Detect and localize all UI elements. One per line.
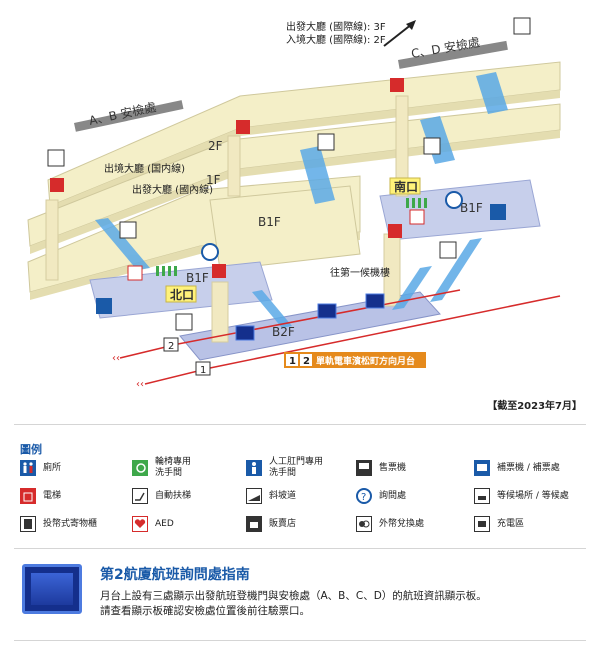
floor-b1-left-label: B1F bbox=[186, 271, 209, 285]
date-note: 【截至2023年7月】 bbox=[487, 401, 582, 412]
aed-icon bbox=[132, 516, 148, 532]
svg-text:?: ? bbox=[361, 492, 366, 503]
station-map: ‹‹ ‹‹ 2 1 A、B 安檢處 C、D 安檢處 出發大廳 (國際線): 3F… bbox=[27, 17, 561, 390]
toilet-icon bbox=[20, 460, 36, 476]
legend-item-shop: 販賣店 bbox=[246, 512, 296, 536]
divider bbox=[14, 640, 586, 641]
domestic-arrival-label: 出境大廳 (国内線) bbox=[104, 162, 185, 175]
elevator-icon bbox=[20, 488, 36, 504]
floor-b1-right-label: B1F bbox=[460, 201, 483, 215]
ticket-machine-icon bbox=[356, 460, 372, 476]
legend-item-ticket-machine: 售票機 bbox=[356, 456, 406, 480]
legend-item-aed: AED bbox=[132, 512, 174, 536]
divider bbox=[14, 424, 586, 425]
divider bbox=[14, 548, 586, 549]
coin-locker-icon bbox=[20, 516, 36, 532]
currency-exchange-icon bbox=[356, 516, 372, 532]
legend-item-fare-adjustment: 補票機 / 補票處 bbox=[474, 456, 560, 480]
escalator-icon bbox=[47, 17, 531, 331]
platform-badge-2: 2 bbox=[303, 356, 310, 367]
floor-b1-center bbox=[209, 185, 361, 271]
arrival-hall-label: 入境大廳 (國際線): 2F bbox=[286, 33, 386, 46]
floor-b2-label: B2F bbox=[272, 325, 295, 339]
north-exit-label: 北口 bbox=[170, 287, 194, 302]
ramp-icon bbox=[246, 488, 262, 504]
legend-item-escalator: 自動扶梯 bbox=[132, 484, 191, 508]
info-title: 第2航廈航班詢問處指南 bbox=[100, 567, 250, 583]
legend-item-elevator: 電梯 bbox=[20, 484, 61, 508]
toilet-icon bbox=[96, 204, 506, 314]
information-icon: ? bbox=[356, 488, 372, 504]
legend-item-waiting-area: 等候場所 / 等候處 bbox=[474, 484, 569, 508]
fare-adjustment-icon bbox=[474, 460, 490, 476]
svg-text:‹‹: ‹‹ bbox=[112, 353, 120, 364]
legend-title: 圖例 bbox=[20, 443, 42, 456]
legend-item-currency-exchange: 外幣兌換處 bbox=[356, 512, 424, 536]
floor-2f-label: 2F bbox=[208, 139, 223, 153]
legend-item-charging: 充電區 bbox=[474, 512, 524, 536]
monorail-platform-label: 單軌電車濱松町方向月台 bbox=[316, 355, 415, 367]
waiting-area-icon bbox=[474, 488, 490, 504]
departure-hall-label: 出發大廳 (國際線): 3F bbox=[286, 20, 386, 33]
shop-icon bbox=[246, 516, 262, 532]
wheelchair-restroom-icon bbox=[132, 460, 148, 476]
floor-1f-label: 1F bbox=[206, 173, 221, 187]
legend: 廁所 輪椅專用 洗手間 人工肛門專用 洗手間 售票機 補票機 / 補票處 電梯 … bbox=[20, 456, 590, 538]
legend-item-coin-locker: 投幣式寄物櫃 bbox=[20, 512, 97, 536]
flight-info-monitor-icon bbox=[235, 293, 385, 341]
legend-item-information: ? 詢問處 bbox=[356, 484, 406, 508]
elevator-icon bbox=[50, 78, 404, 278]
info-text: 月台上設有三處顯示出發航班登機門與安檢處（A、B、C、D）的航班資訊顯示板。 請… bbox=[100, 590, 487, 617]
charging-icon bbox=[474, 516, 490, 532]
information-icon bbox=[201, 191, 463, 261]
svg-text:‹‹: ‹‹ bbox=[136, 379, 144, 390]
escalator-icon bbox=[132, 488, 148, 504]
track-1-label: 1 bbox=[200, 365, 206, 376]
platform-badge-1: 1 bbox=[289, 356, 296, 367]
legend-item-ramp: 斜坡道 bbox=[246, 484, 296, 508]
legend-item-toilet: 廁所 bbox=[20, 456, 61, 480]
floor-b1-right bbox=[379, 179, 541, 241]
south-exit-label: 南口 bbox=[394, 179, 418, 194]
track-2-label: 2 bbox=[168, 341, 174, 352]
ostomate-restroom-icon bbox=[246, 460, 262, 476]
legend-item-ostomate-restroom: 人工肛門專用 洗手間 bbox=[246, 456, 323, 480]
floor-b1-center-label: B1F bbox=[258, 215, 281, 229]
checkpoint-ab-label: A、B 安檢處 bbox=[88, 99, 158, 128]
to-terminal1-label: 往第一候機樓 bbox=[330, 266, 390, 279]
domestic-departure-label: 出發大廳 (國內線) bbox=[132, 183, 213, 196]
legend-item-wheelchair-restroom: 輪椅專用 洗手間 bbox=[132, 456, 191, 480]
flight-info-guide: 第2航廈航班詢問處指南 月台上設有三處顯示出發航班登機門與安檢處（A、B、C、D… bbox=[22, 562, 582, 634]
aed-icon bbox=[127, 209, 425, 281]
floor-b2 bbox=[179, 291, 441, 361]
flight-info-monitor-icon bbox=[22, 564, 82, 614]
